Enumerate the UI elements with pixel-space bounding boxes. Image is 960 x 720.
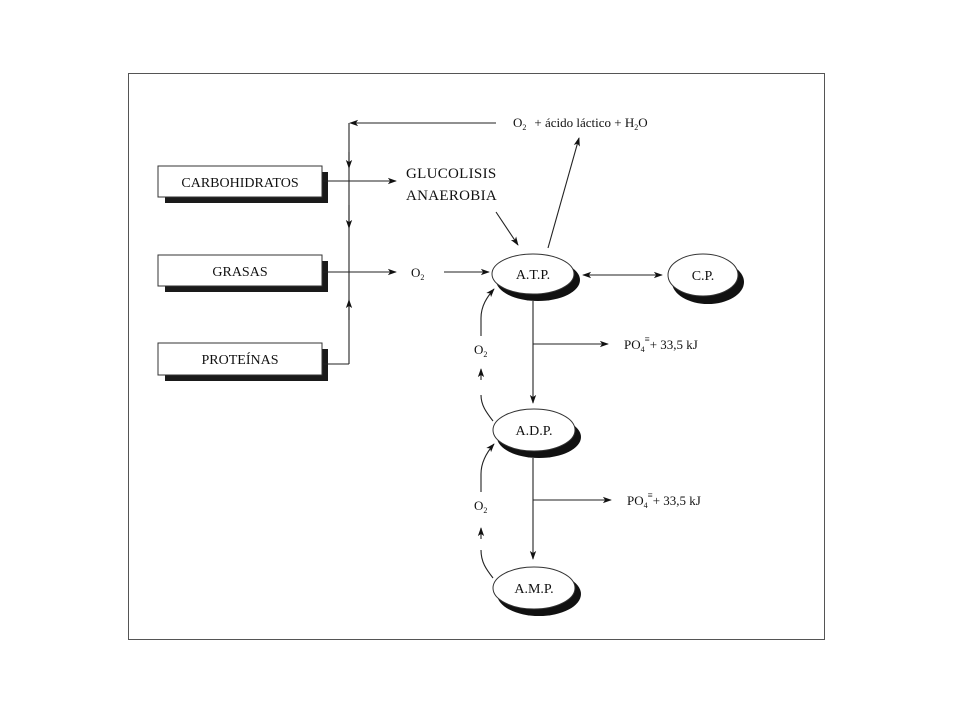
arrow-atp-to-lactic (547, 137, 580, 249)
node-amp: A.M.P. (492, 566, 581, 616)
o2-subscript: 2 (420, 273, 424, 282)
po4-2: PO (627, 493, 644, 508)
node-amp-label: A.M.P. (514, 582, 553, 597)
box-body (157, 165, 323, 198)
recovery-o2-sub-1: 2 (483, 350, 487, 359)
po4-sup-2: ≡ (648, 490, 653, 500)
anaerobia-text: ANAEROBIA (406, 188, 497, 204)
collector-lines (322, 119, 496, 365)
box-carbohidratos: CARBOHIDRATOS (157, 165, 328, 203)
box-proteinas-label: PROTEÍNAS (201, 351, 278, 368)
diagram-frame (128, 73, 825, 640)
recovery-curve-1 (480, 394, 494, 422)
node-cp-label: C.P. (692, 269, 715, 284)
node-body (667, 253, 739, 297)
box-proteinas: PROTEÍNAS (157, 342, 328, 381)
energy-release-2: PO4≡+ 33,5 kJ (627, 490, 701, 510)
node-atp-label: A.T.P. (516, 268, 550, 283)
o2-aerobic-label: O2 (411, 265, 424, 282)
lactic-products-label: O2+ ácido láctico + H2O (513, 115, 648, 132)
recovery-o2-2: O (474, 498, 483, 513)
products-o2-sub: 2 (522, 123, 526, 132)
po4-sup-1: ≡ (645, 334, 650, 344)
products-text: O2+ ácido láctico + H2O (513, 115, 648, 132)
recovery-o2-1: O (474, 342, 483, 357)
node-cp: C.P. (667, 253, 744, 304)
node-adp: A.D.P. (492, 408, 581, 458)
energy-text-1: PO4≡+ 33,5 kJ (624, 334, 698, 354)
box-body (157, 254, 323, 287)
recovery-arrow-2b (480, 443, 495, 492)
energy-text-2: PO4≡+ 33,5 kJ (627, 490, 701, 510)
recovery-arrow-1b (480, 288, 495, 336)
node-atp: A.T.P. (491, 253, 580, 301)
node-body (491, 253, 575, 295)
products-o2: O (513, 115, 522, 130)
recovery-o2-label-1: O2 (474, 342, 487, 359)
po4-sub-2: 4 (644, 501, 648, 510)
recovery-o2-label-2: O2 (474, 498, 487, 515)
energy-value-2: + 33,5 kJ (653, 493, 701, 508)
recovery-curve-2 (480, 549, 494, 579)
box-grasas: GRASAS (157, 254, 328, 292)
po4-sub-1: 4 (641, 345, 645, 354)
energy-release-1: PO4≡+ 33,5 kJ (624, 334, 698, 354)
box-body (157, 342, 323, 376)
node-body (492, 408, 576, 452)
box-grasas-label: GRASAS (212, 265, 267, 280)
o2-symbol: O (411, 265, 420, 280)
o2-text: O2 (411, 265, 424, 282)
products-h2o-sub: 2 (634, 123, 638, 132)
po4-1: PO (624, 337, 641, 352)
node-adp-label: A.D.P. (516, 424, 553, 439)
products-rest: + ácido láctico + H (534, 115, 634, 130)
recovery-o2-sub-2: 2 (483, 506, 487, 515)
arrow-glucolisis-to-atp (495, 211, 519, 246)
node-body (492, 566, 576, 610)
glucolisis-text: GLUCOLISIS (406, 166, 497, 182)
energy-value-1: + 33,5 kJ (650, 337, 698, 352)
box-carbohidratos-label: CARBOHIDRATOS (181, 176, 298, 191)
glucolisis-anaerobia-label: GLUCOLISIS ANAEROBIA (406, 166, 497, 204)
products-h2o-end: O (638, 115, 647, 130)
